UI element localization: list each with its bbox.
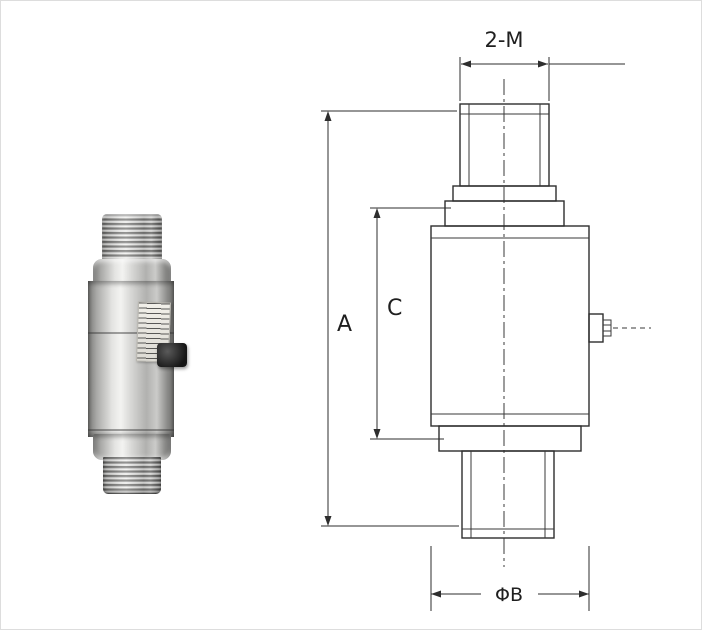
diameter-label: ΦB (495, 584, 523, 606)
photo-bottom-shoulder (93, 434, 171, 460)
photo-body-seam-lower (88, 429, 174, 431)
photo-body-seam-upper (88, 332, 174, 334)
dimension-body-height: C (370, 207, 451, 440)
side-connector (588, 313, 651, 343)
dimension-diameter: ΦB (430, 546, 590, 611)
dimension-thread: 2-M (459, 28, 625, 101)
bottom-collar (438, 425, 582, 452)
main-body (430, 225, 590, 427)
bottom-thread-boss (461, 450, 555, 539)
photo-top-threaded-stud (102, 214, 162, 264)
body-height-label: C (387, 296, 402, 321)
photo-top-shoulder (93, 259, 171, 285)
top-thread-boss (459, 103, 550, 187)
overall-height-label: A (337, 312, 352, 337)
dimension-overall-height: A (321, 110, 459, 527)
photo-bottom-threaded-stud (103, 457, 161, 494)
cable-gland-knob (157, 343, 187, 367)
thread-dimension-label: 2-M (484, 28, 523, 52)
